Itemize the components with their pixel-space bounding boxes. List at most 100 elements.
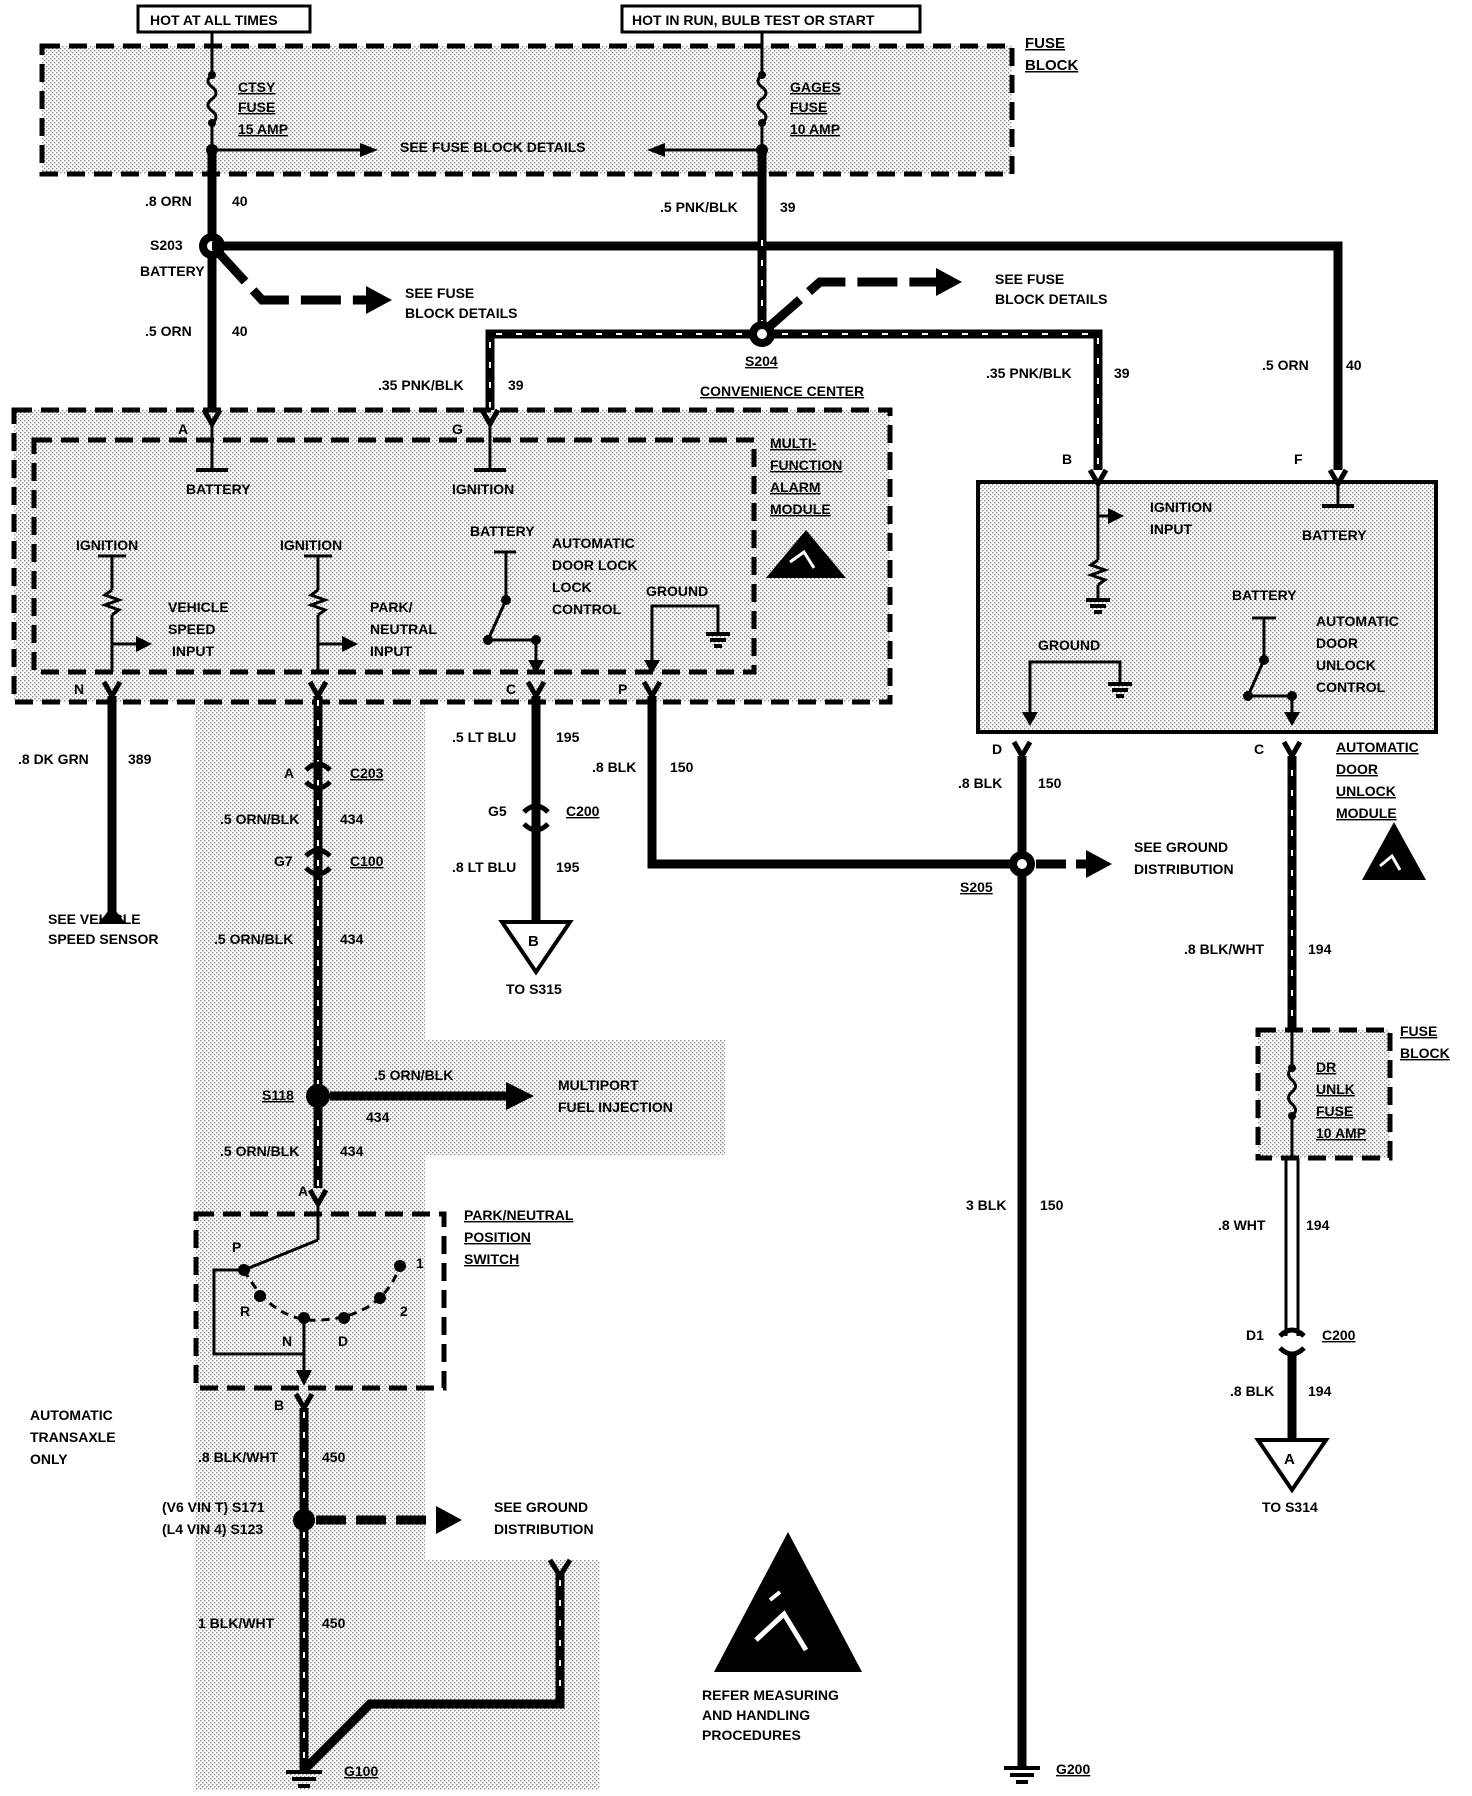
mfam-ignition-label: IGNITION [452,481,514,497]
adum-name-2: DOOR [1336,761,1378,777]
mfam-ignition-label: IGNITION [76,537,138,553]
pin-label: C [1254,741,1264,757]
mfam-battery-switch-label: BATTERY [470,523,535,539]
offpage-letter: A [1284,1451,1295,1468]
pin-label: B [1062,451,1072,467]
ground-icon [706,632,730,648]
pn-position-label: R [240,1303,250,1319]
wire-gauge: .5 ORN/BLK [374,1067,453,1083]
vss-input-label-2: SPEED [168,621,215,637]
fuse-block-label-2: BLOCK [1025,57,1078,74]
wire-number: 40 [232,323,248,339]
see-fuse-label: SEE FUSE [405,285,474,301]
automatic-door-unlock-module: B F IGNITION INPUT BATTERY GROUND B [976,451,1438,762]
wire-number: 39 [1114,365,1130,381]
dr-fuse-rating: 10 AMP [1316,1125,1366,1141]
pn-switch-name-2: POSITION [464,1229,531,1245]
pn-position-label: N [282,1333,292,1349]
splice-label-2: (L4 VIN 4) S123 [162,1521,263,1537]
branch-see-fuse-1 [214,248,370,305]
connector-cavity-label: A [284,765,294,781]
fuse-block-label: FUSE [1400,1023,1437,1039]
adum-control-label-3: UNLOCK [1316,657,1376,673]
wire-gauge: 3 BLK [966,1197,1006,1213]
wire-gauge: .8 DK GRN [18,751,89,767]
dr-fuse-label: DR [1316,1059,1336,1075]
adum-ignition-label-2: INPUT [1150,521,1192,537]
wire-gauge: .8 WHT [1218,1217,1266,1233]
pn-switch-name-3: SWITCH [464,1251,519,1267]
wire-number: 195 [556,729,580,745]
pin-label: C [506,681,516,697]
see-fuse-block-details: SEE FUSE BLOCK DETAILS [400,139,586,155]
auto-door-lock-label-3: LOCK [552,579,592,595]
gages-fuse-label-2: FUSE [790,99,827,115]
see-ground-label-2: DISTRIBUTION [494,1521,594,1537]
wire-number: 450 [322,1449,346,1465]
hot-at-all-times-label: HOT AT ALL TIMES [150,12,278,28]
splice-label: (V6 VIN T) S171 [162,1499,265,1515]
pn-input-label-3: INPUT [370,643,412,659]
ground-g100-icon [286,1770,322,1788]
dr-fuse-label-2: UNLK [1316,1081,1355,1097]
esd-warning-large-icon [714,1532,862,1672]
wire-number: 150 [1040,1197,1064,1213]
ground-icon [1086,598,1110,614]
fuse-gages [647,32,768,157]
pn-switch-name: PARK/NEUTRAL [464,1207,574,1223]
wire-number: 389 [128,751,152,767]
multi-function-alarm-module: MULTI- FUNCTION ALARM MODULE A BATTERY G… [11,407,893,705]
offpage-connector-b: B TO S315 [498,920,574,997]
ground-label: G100 [344,1763,378,1779]
adum-control-label-4: CONTROL [1316,679,1386,695]
mfam-battery-label: BATTERY [186,481,251,497]
wire-number: 194 [1308,1383,1332,1399]
adum-name: AUTOMATIC [1336,739,1419,755]
wire-gauge: .8 BLK [958,775,1002,791]
fuse-block-label: FUSE [1025,35,1065,52]
mpfi-label-2: FUEL INJECTION [558,1099,673,1115]
wire-gauge: .5 ORN/BLK [220,811,299,827]
splice-s118 [306,1084,330,1108]
pin-label: D [992,741,1002,757]
pn-position-label: P [232,1239,241,1255]
wire-number: 450 [322,1615,346,1631]
dr-unlk-fuse-block: FUSE BLOCK DR UNLK FUSE 10 AMP [1255,1023,1450,1161]
connector-cavity-label: A [298,1183,308,1199]
vss-input-label: VEHICLE [168,599,229,615]
pn-position-label: D [338,1333,348,1349]
mfam-name-3: ALARM [770,479,821,495]
wire-number: 194 [1308,941,1332,957]
pin-label: F [1294,451,1303,467]
pn-input-label-2: NEUTRAL [370,621,437,637]
esd-warning-icon [766,530,846,578]
refer-note: REFER MEASURING [702,1687,839,1703]
wire-39-right [762,329,1103,470]
wire-number: 40 [232,193,248,209]
connector-cavity-label: G5 [488,803,507,819]
offpage-destination: TO S314 [1262,1499,1318,1515]
splice-s171 [293,1509,315,1531]
mfam-ground-label: GROUND [646,583,708,599]
gages-fuse-label: GAGES [790,79,841,95]
see-ground-label: SEE GROUND [1134,839,1228,855]
adum-name-4: MODULE [1336,805,1397,821]
splice-battery-label: BATTERY [140,263,205,279]
see-fuse-label-2: BLOCK DETAILS [995,291,1108,307]
auto-door-lock-label-4: CONTROL [552,601,622,617]
wire-39-left [485,329,762,420]
wire-number: 150 [1038,775,1062,791]
wire-gauge: .8 BLK [1230,1383,1274,1399]
splice-label: S204 [745,353,778,369]
refer-note-3: PROCEDURES [702,1727,801,1743]
adum-name-3: UNLOCK [1336,783,1396,799]
see-ground-label-2: DISTRIBUTION [1134,861,1234,877]
ground-icon [1108,682,1132,698]
see-fuse-label-2: BLOCK DETAILS [405,305,518,321]
wire-gauge: .5 ORN/BLK [220,1143,299,1159]
mfam-ignition-label: IGNITION [280,537,342,553]
wire-gauge: .5 ORN [1262,357,1309,373]
pin-label: N [74,681,84,697]
wire-gauge: .35 PNK/BLK [986,365,1072,381]
adum-ignition-label: IGNITION [1150,499,1212,515]
